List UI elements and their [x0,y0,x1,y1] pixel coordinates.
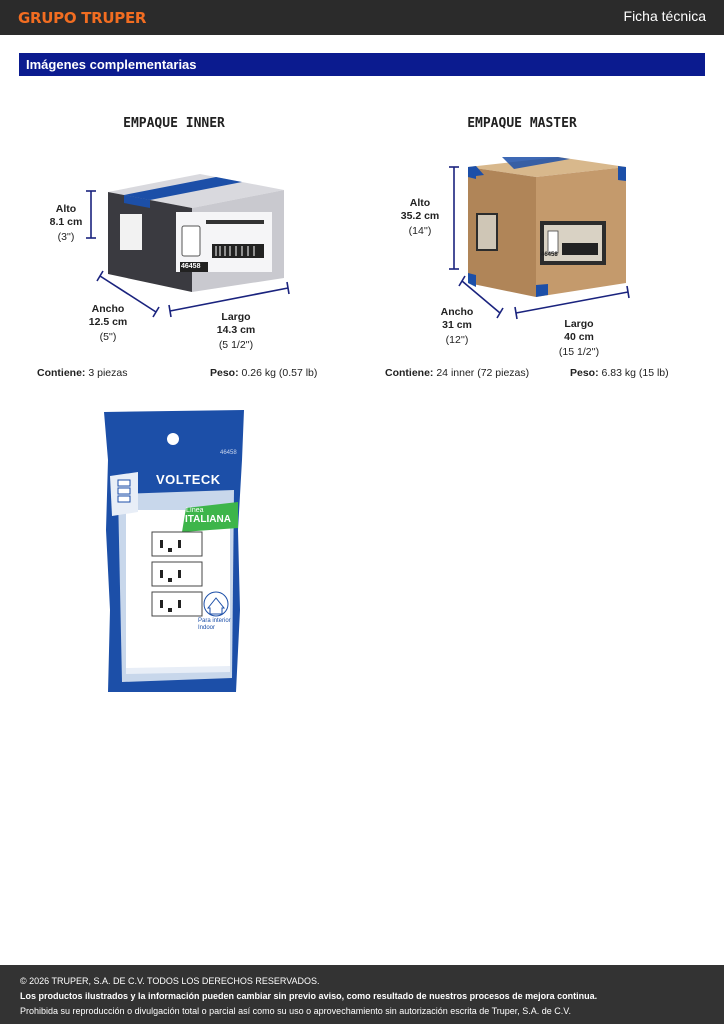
master-contents: Contiene: 24 inner (72 piezas) [385,367,530,379]
footer-prohibition: Prohibida su reproducción o divulgación … [20,1006,571,1016]
footer: © 2026 TRUPER, S.A. DE C.V. TODOS LOS DE… [0,965,724,1024]
volteck-logo: VOLTECK [156,472,221,487]
master-height: Alto 35.2 cm (14'') [400,197,440,237]
footer-notice: Los productos ilustrados y la informació… [20,991,598,1001]
inner-height: Alto 8.1 cm (3'') [49,203,83,243]
product-line-label: Línea [186,507,204,514]
document-type: Ficha técnica [623,8,706,24]
product-usage: Para interior Indoor [198,618,231,631]
master-box-code: 46458 [541,252,558,258]
product-code: 46458 [220,450,237,456]
inner-width: Ancho 12.5 cm (5'') [88,303,128,343]
inner-contents: Contiene: 3 piezas [37,367,128,379]
master-length: Largo 40 cm (15 1/2'') [558,318,600,358]
master-box-image [449,157,630,320]
product-package-image [104,410,244,692]
master-width: Ancho 31 cm (12'') [440,306,474,346]
inner-length: Largo 14.3 cm (5 1/2'') [216,311,256,351]
footer-copyright: © 2026 TRUPER, S.A. DE C.V. TODOS LOS DE… [20,976,320,986]
master-package-title: EMPAQUE MASTER [467,116,577,131]
inner-box-code: 46458 [181,263,201,270]
header: GRUPO TRUPER Ficha técnica [0,0,724,35]
product-line-name: ITALIANA [185,514,231,525]
inner-weight: Peso: 0.26 kg (0.57 lb) [210,367,318,379]
truper-logo: GRUPO TRUPER [18,9,147,27]
master-weight: Peso: 6.83 kg (15 lb) [570,367,669,379]
inner-box-image [86,174,290,318]
section-title: Imágenes complementarias [19,53,705,76]
inner-package-title: EMPAQUE INNER [123,116,225,131]
